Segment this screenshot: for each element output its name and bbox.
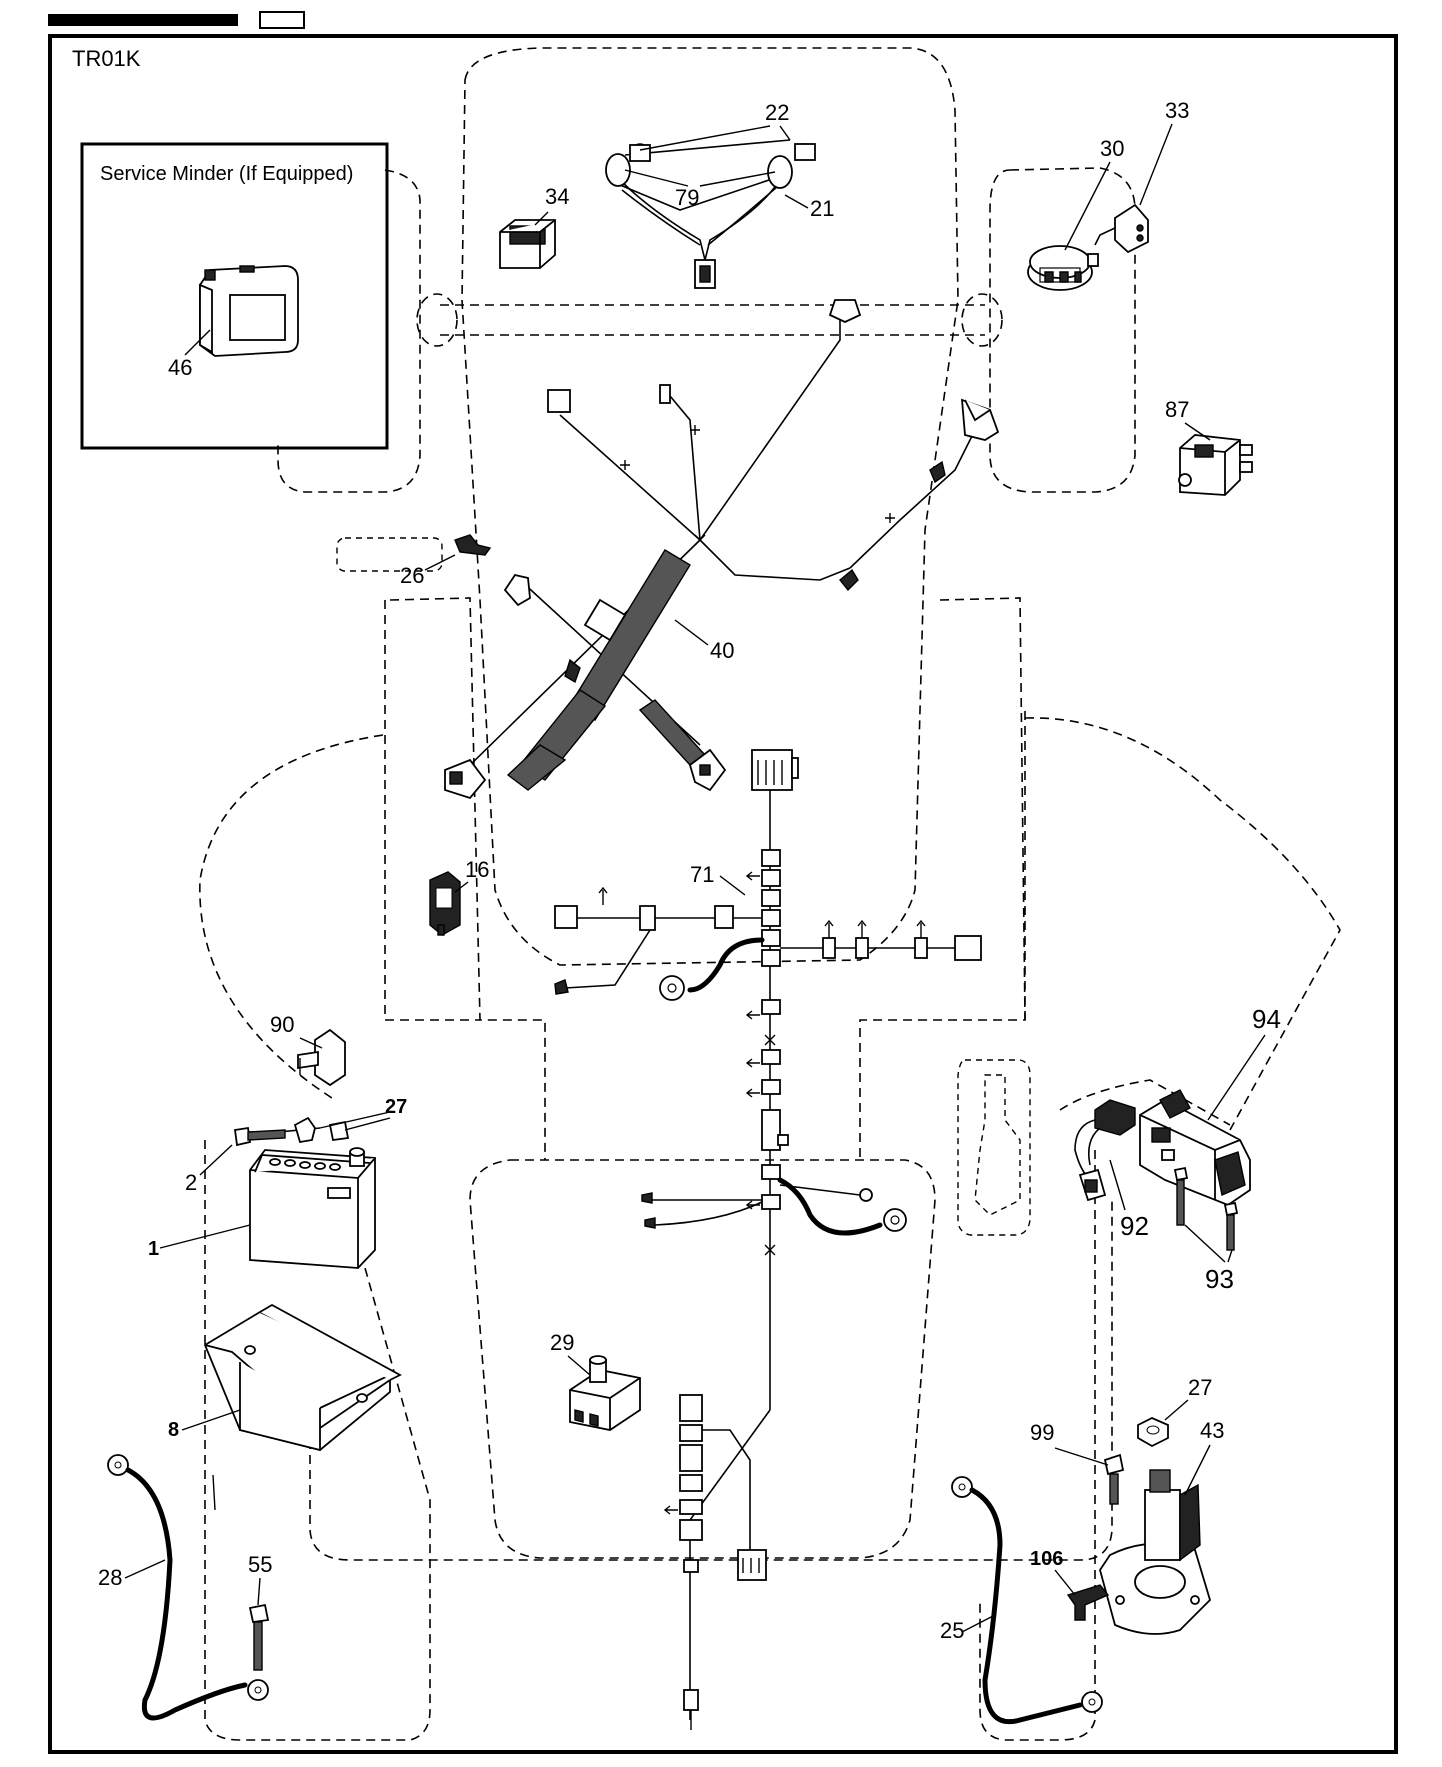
- starter-solenoid: 43: [1099, 1418, 1224, 1635]
- interlock-harness: 92: [1074, 1099, 1149, 1241]
- fuse-holder: 26: [400, 534, 492, 588]
- positive-cable: 25: [940, 1476, 1103, 1724]
- tractor-outline: [199, 47, 1341, 1741]
- diagram-code: TR01K: [72, 46, 141, 71]
- label-30: 30: [1100, 136, 1124, 161]
- label-27-top: 27: [385, 1096, 407, 1118]
- label-99: 99: [1030, 1420, 1054, 1445]
- label-27-bottom: 27: [1188, 1375, 1212, 1400]
- label-93: 93: [1205, 1264, 1234, 1294]
- label-21: 21: [810, 196, 834, 221]
- label-29: 29: [550, 1330, 574, 1355]
- main-harness: 26 40: [400, 299, 1000, 800]
- service-minder-inset: Service Minder (If Equipped) 46: [80, 142, 389, 450]
- label-33: 33: [1165, 98, 1189, 123]
- diode-plug: 90: [270, 1012, 346, 1087]
- label-16: 16: [465, 857, 489, 882]
- label-40: 40: [710, 638, 734, 663]
- ground-bolt: 55: [248, 1552, 272, 1671]
- solenoid-bolt: 99: [1030, 1420, 1125, 1505]
- label-71: 71: [690, 862, 714, 887]
- rocker-switch: 34: [499, 184, 569, 269]
- diagram-frame: [48, 34, 1398, 1754]
- label-55: 55: [248, 1552, 272, 1577]
- battery-tray: 8: [168, 1303, 402, 1452]
- battery: 1: [148, 1147, 376, 1269]
- pto-switch: 87: [1165, 397, 1253, 496]
- connector-b: [828, 299, 862, 323]
- battery-bolts: 2 27: [185, 1096, 407, 1195]
- headlight-right: [767, 143, 816, 189]
- mounting-screws: 93: [1173, 1166, 1239, 1294]
- clip-106: 106: [1030, 1548, 1110, 1621]
- label-1: 1: [148, 1238, 159, 1260]
- label-34: 34: [545, 184, 569, 209]
- headlight-left: [605, 143, 651, 187]
- relay: 16: [429, 857, 489, 936]
- negative-cable: 28: [98, 1454, 269, 1721]
- label-79: 79: [675, 185, 699, 210]
- header-fragment: [48, 11, 305, 29]
- label-22: 22: [765, 100, 789, 125]
- inset-title: Service Minder (If Equipped): [100, 163, 353, 185]
- label-87: 87: [1165, 397, 1189, 422]
- headlight-harness: 22 79 21: [605, 100, 834, 289]
- label-28: 28: [98, 1565, 122, 1590]
- ignition-key: 33: [1094, 98, 1189, 254]
- ignition-switch: 30: [1027, 136, 1124, 291]
- connector-d: [503, 573, 531, 607]
- interlock-module: 94: [1139, 1004, 1281, 1207]
- wire-tie: [212, 1474, 216, 1511]
- label-25: 25: [940, 1618, 964, 1643]
- label-8: 8: [168, 1419, 179, 1441]
- solenoid-nut: 27: [1137, 1375, 1212, 1448]
- label-26: 26: [400, 563, 424, 588]
- seat-switch: 29: [550, 1330, 641, 1431]
- connector-f: [688, 748, 727, 792]
- connector-a: [547, 389, 571, 413]
- label-90: 90: [270, 1012, 294, 1037]
- rear-harness: 71: [554, 749, 982, 1730]
- service-minder-display: [199, 265, 299, 357]
- label-2: 2: [185, 1170, 197, 1195]
- label-46: 46: [168, 355, 192, 380]
- connector-e: [444, 758, 487, 800]
- label-106: 106: [1030, 1548, 1063, 1570]
- label-92: 92: [1120, 1211, 1149, 1241]
- label-94: 94: [1252, 1004, 1281, 1034]
- label-43: 43: [1200, 1418, 1224, 1443]
- wire-loom: [506, 549, 712, 791]
